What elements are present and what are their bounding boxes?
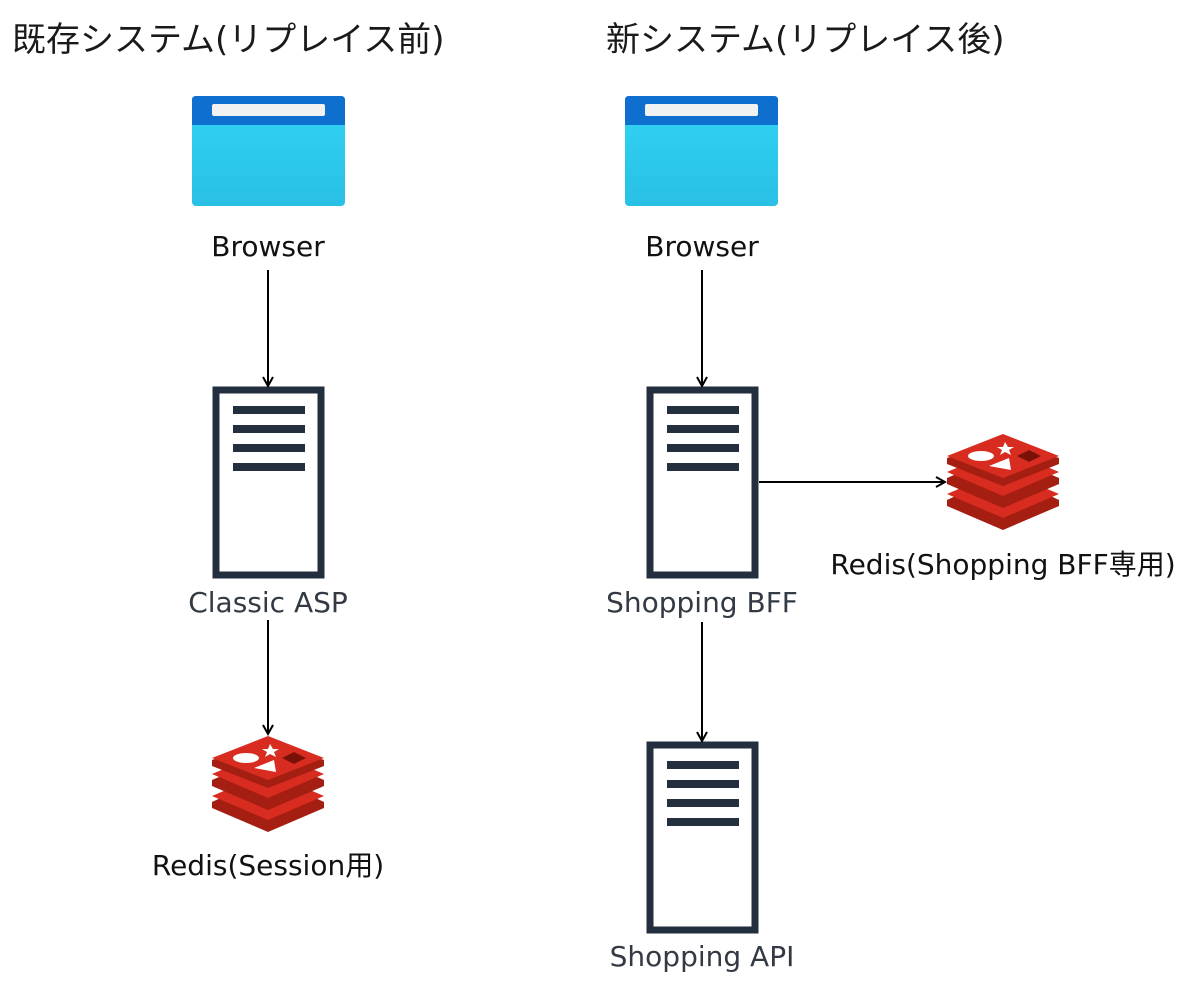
server-icon xyxy=(646,741,759,934)
redis-icon xyxy=(947,434,1059,530)
browser-label-before: Browser xyxy=(211,230,325,263)
browser-window-icon xyxy=(625,96,778,206)
browser-window-icon xyxy=(192,96,345,206)
server-icon xyxy=(212,386,325,579)
title-after: 新システム(リプレイス後) xyxy=(606,20,1005,60)
shopping-api-label: Shopping API xyxy=(609,940,795,973)
server-icon xyxy=(646,386,759,579)
redis-session-label: Redis(Session用) xyxy=(151,849,385,882)
browser-label-after: Browser xyxy=(645,230,759,263)
redis-icon xyxy=(212,736,324,832)
redis-bff-label: Redis(Shopping BFF専用) xyxy=(830,548,1176,581)
shopping-bff-label: Shopping BFF xyxy=(606,586,798,619)
classic-asp-label: Classic ASP xyxy=(188,586,348,619)
title-before: 既存システム(リプレイス前) xyxy=(12,20,445,60)
